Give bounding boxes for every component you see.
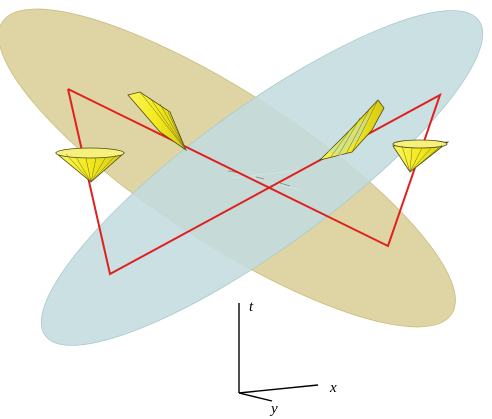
cone-left xyxy=(54,147,126,183)
y-axis-label: y xyxy=(269,401,278,417)
axes: t x y xyxy=(238,299,337,417)
cone-right xyxy=(392,139,450,173)
cone-upper-right xyxy=(318,99,385,161)
y-axis xyxy=(238,392,273,402)
x-axis-label: x xyxy=(329,380,337,396)
t-axis-label: t xyxy=(249,299,254,315)
x-axis xyxy=(238,384,319,394)
red-path xyxy=(67,88,442,276)
blue-plane-surface xyxy=(40,10,484,346)
cone-upper-left xyxy=(127,91,187,152)
blue-plane xyxy=(40,10,484,346)
